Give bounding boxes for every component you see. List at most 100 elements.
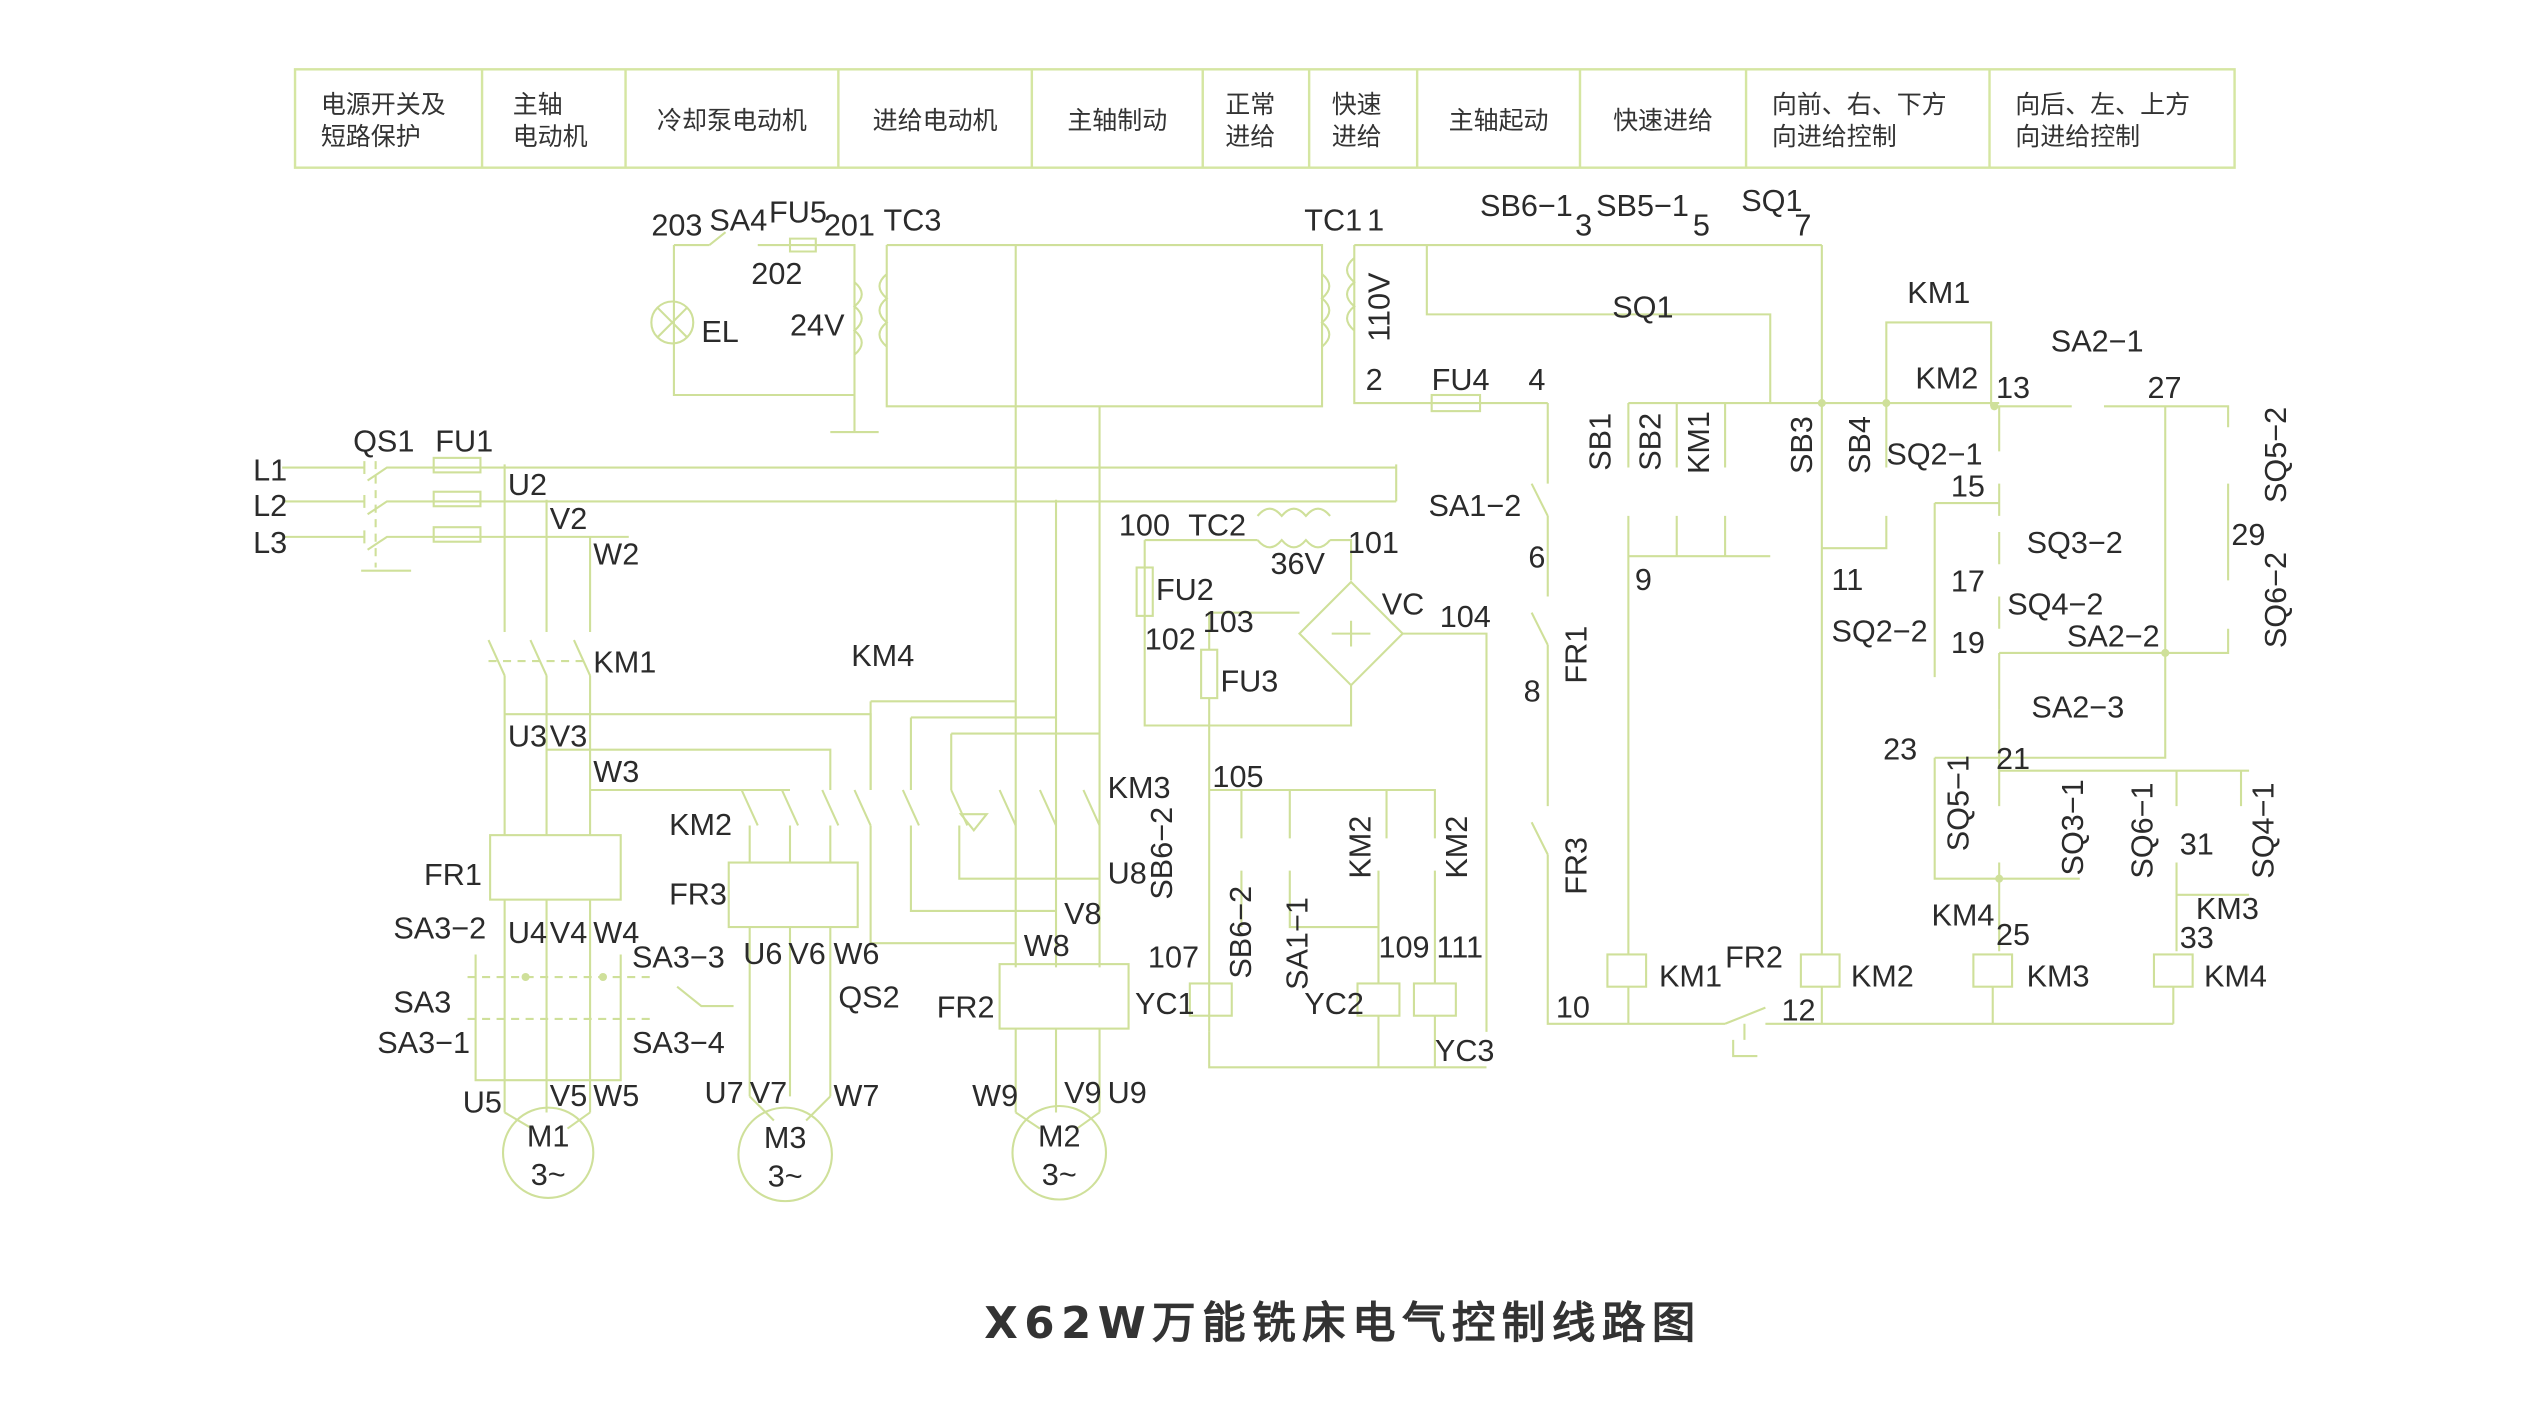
component-label: SQ1 (1741, 184, 1802, 218)
component-label: 103 (1203, 605, 1254, 639)
component-label: KM2 (1440, 816, 1474, 879)
component-label: FR1 (1559, 626, 1593, 684)
component-label: SQ6−1 (2125, 782, 2159, 878)
component-label: 9 (1635, 563, 1652, 597)
component-label: FR3 (669, 877, 727, 911)
motor-name: M3 (764, 1121, 807, 1155)
component-label: V7 (750, 1076, 787, 1110)
component-label: 2 (1366, 363, 1383, 397)
component-label: 15 (1951, 470, 1985, 504)
component-label: SA2−2 (2067, 620, 2160, 654)
component-label: SB6−2 (1145, 807, 1179, 900)
component-label: U9 (1108, 1076, 1147, 1110)
function-header-table: 电源开关及短路保护主轴电动机冷却泵电动机进给电动机主轴制动正常进给快速进给主轴起… (293, 68, 2236, 169)
component-label: SA3−1 (377, 1026, 470, 1060)
component-label: TC3 (884, 204, 942, 238)
component-label: SA2−1 (2051, 324, 2144, 358)
component-label: KM1 (1907, 276, 1970, 310)
component-label: SA1−2 (1428, 489, 1521, 523)
component-label: FU1 (435, 424, 493, 458)
header-column-label: 向进给控制 (2015, 122, 2140, 151)
component-label: SQ4−2 (2007, 587, 2103, 621)
component-label: FR1 (424, 858, 482, 892)
component-label: KM2 (1915, 362, 1978, 396)
component-label: FU3 (1220, 665, 1278, 699)
component-label: 11 (1832, 563, 1864, 597)
component-label: SA3−4 (632, 1026, 725, 1060)
component-label: YC2 (1304, 987, 1364, 1021)
component-label: SB1 (1584, 413, 1618, 471)
component-label: 13 (1996, 371, 2030, 405)
component-label: 5 (1693, 208, 1710, 242)
component-label: L2 (253, 489, 287, 523)
component-label: V8 (1064, 897, 1101, 931)
motor-phase: 3~ (1042, 1158, 1077, 1192)
component-label: SA1−1 (1281, 897, 1315, 990)
component-label: 7 (1794, 208, 1811, 242)
component-label: KM1 (593, 645, 656, 679)
component-label: SQ4−1 (2246, 782, 2280, 878)
component-label: 111 (1437, 931, 1484, 965)
component-label: FR3 (1559, 837, 1593, 895)
component-label: KM1 (1659, 960, 1722, 994)
component-label: SB5−1 (1596, 189, 1689, 223)
component-label: TC2 (1188, 508, 1246, 542)
component-label: 101 (1348, 526, 1399, 560)
component-label: U7 (705, 1076, 744, 1110)
motor-phase: 3~ (768, 1160, 803, 1194)
component-label: 33 (2180, 921, 2214, 955)
component-label: VC (1382, 587, 1425, 621)
header-column-label: 主轴 (513, 90, 563, 119)
header-column-label: 主轴制动 (1067, 106, 1167, 135)
component-label: V3 (550, 719, 587, 753)
component-label: 19 (1951, 626, 1985, 660)
component-label: SA3−3 (632, 940, 725, 974)
component-label: 25 (1996, 918, 2030, 952)
component-label: U2 (508, 468, 547, 502)
component-label: V5 (550, 1079, 587, 1113)
component-label: 27 (2148, 371, 2182, 405)
header-column-label: 电动机 (513, 122, 588, 151)
component-label: 100 (1119, 508, 1170, 542)
component-label: U6 (743, 937, 782, 971)
component-label: KM1 (1682, 411, 1716, 474)
component-label: W6 (834, 937, 880, 971)
component-label: 21 (1996, 742, 2030, 776)
component-label: 24V (790, 308, 845, 342)
component-label: V2 (550, 502, 587, 536)
component-label: SA3−2 (393, 911, 486, 945)
component-label: 8 (1524, 674, 1541, 708)
component-label: KM4 (1931, 898, 1994, 932)
component-label: W2 (593, 537, 639, 571)
component-label: 3 (1575, 208, 1592, 242)
component-label: 31 (2180, 827, 2214, 861)
component-label: W3 (593, 755, 639, 789)
component-label: 12 (1782, 994, 1816, 1028)
header-frame (293, 68, 2236, 169)
component-label: U5 (463, 1085, 502, 1119)
component-label: L3 (253, 526, 287, 560)
component-label: W4 (593, 916, 639, 950)
component-label: SA4 (709, 204, 767, 238)
component-label: QS2 (838, 981, 899, 1015)
component-label: SB3 (1785, 416, 1819, 474)
component-label: SQ5−2 (2259, 407, 2293, 503)
header-column-label: 短路保护 (321, 122, 421, 151)
header-column-label: 向进给控制 (1772, 122, 1897, 151)
component-label: FR2 (1725, 940, 1783, 974)
component-label: 36V (1270, 547, 1325, 581)
header-column-label: 进给 (1332, 122, 1382, 151)
component-label: KM3 (1108, 771, 1171, 805)
component-label: KM4 (851, 639, 914, 673)
component-label: KM2 (669, 808, 732, 842)
component-label: TC1 (1304, 204, 1362, 238)
component-label: 4 (1528, 363, 1545, 397)
component-label: SB2 (1634, 413, 1668, 471)
component-label: 29 (2231, 518, 2265, 552)
component-label: 10 (1556, 990, 1590, 1024)
header-column-label: 主轴起动 (1449, 106, 1549, 135)
component-label: W9 (972, 1079, 1018, 1113)
component-label: W7 (834, 1079, 880, 1113)
